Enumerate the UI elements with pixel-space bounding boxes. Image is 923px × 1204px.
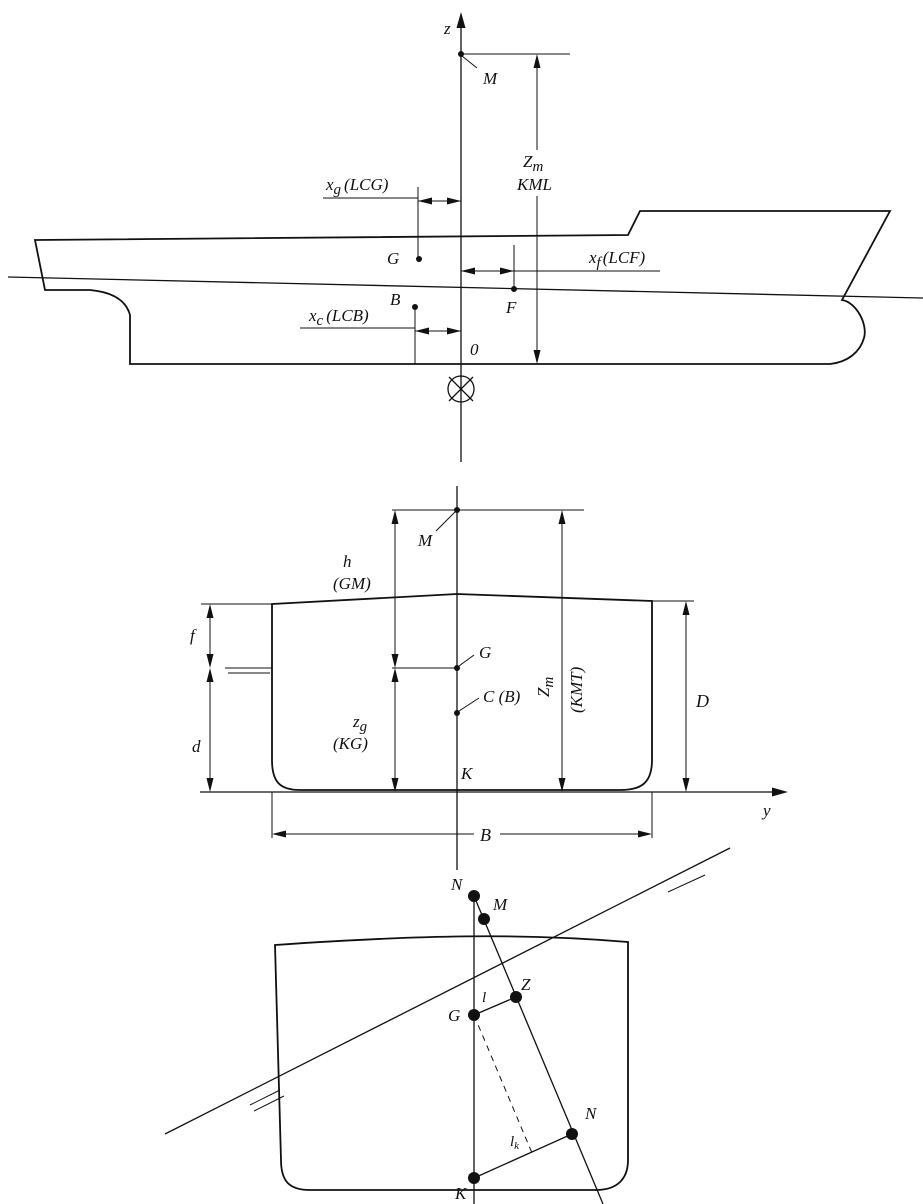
xg-label: xg(LCG) [325,175,389,198]
zm-label-bg [514,150,564,196]
inclined-waterline-marker-b [253,1095,285,1112]
zm-rot-label: Zm [534,677,557,697]
d-arrow-top [206,668,214,682]
heeled-section: N M l Z G lk N K [164,847,731,1204]
heeled-outline [274,935,629,1191]
label-c: C (B) [483,687,521,706]
mid-section: y M h (GM) f d G zg (KG) [190,486,788,870]
xg-arrow [447,197,461,205]
label-m: M [492,895,508,914]
point-m [458,51,464,57]
f-arrow-bottom [206,654,214,668]
xc-arrow-left [415,327,429,335]
z-axis-label: z [443,19,451,38]
label-g: G [387,249,399,268]
midship-symbol-icon [447,375,475,403]
kml-label: KML [516,175,552,194]
gm-arrow-bottom [391,654,399,668]
point-b [412,304,418,310]
gm-arrow-top [391,510,399,524]
inclined-waterline-marker-a [249,1089,281,1106]
label-g: G [479,643,491,662]
point-z [510,991,522,1003]
d-label: d [192,737,201,756]
xc-label: xc(LCB) [308,306,369,329]
zm-arrow-bottom [533,350,541,364]
kmt-arrow-top [558,510,566,524]
beam-label-bg [474,824,500,844]
inclined-waterline-marker-c [667,874,706,893]
point-n [566,1128,578,1140]
point-m [478,913,490,925]
kmt-label: (KMT) [567,666,586,713]
f-arrow-top [206,604,214,618]
D-arrow-top [682,601,690,615]
h-label: h [343,552,352,571]
f-label: f [190,626,197,645]
beam-arrow-right [638,830,652,838]
z-axis-arrowhead [456,12,466,28]
point-k [468,1172,480,1184]
hull-outline [33,210,892,365]
xf-arrow-left [461,267,475,275]
label-m: M [482,69,498,88]
label-k: K [454,1184,468,1203]
label-n-top: N [450,875,464,894]
heeled-centerline [473,895,604,1204]
gz-arm [473,996,517,1016]
origin-label: 0 [470,340,479,359]
label-f: F [505,298,517,317]
beam-label: B [480,825,491,845]
xf-label: xf(LCF) [588,248,646,271]
label-g: G [448,1006,460,1025]
kg-label: (KG) [333,734,368,753]
D-label: D [695,691,709,711]
kmt-arrow-bottom [558,778,566,792]
label-m: M [417,531,433,550]
dashed-parallel [473,1014,533,1154]
y-axis-label: y [761,801,771,820]
y-axis-arrowhead [772,787,788,797]
label-z: Z [521,975,531,994]
m-leader [435,511,456,532]
label-b: B [390,290,401,309]
xg-arrow-left [418,197,432,205]
label-n: N [584,1104,598,1123]
waterline [7,276,923,299]
zg-label: zg [352,712,368,735]
point-g [454,665,460,671]
kg-arrow-bottom [391,778,399,792]
point-c [454,710,460,716]
point-m [454,507,460,513]
zm-arrow-top [533,54,541,68]
xc-arrow-right [447,327,461,335]
point-g [416,256,422,262]
midship-symbol-cross-b [448,376,474,402]
D-arrow-bottom [682,778,690,792]
label-l: l [482,990,486,1006]
gm-label: (GM) [333,574,371,593]
kn-arm [473,1133,573,1179]
label-k: K [460,764,474,783]
c-leader [458,697,480,712]
g-leader [458,654,475,667]
section-outline [271,593,653,791]
beam-arrow-left [272,830,286,838]
zm-label: Zm [523,152,543,175]
m-leader [461,55,478,69]
label-lk: lk [510,1134,520,1152]
kg-arrow-top [391,668,399,682]
xf-arrow-right [500,267,514,275]
point-n-top [468,890,480,902]
inclined-waterline [164,847,731,1135]
side-view: z M Zm KML xg(LCG) G xf(LCF) [7,12,923,462]
point-f [511,286,517,292]
d-arrow-bottom [206,778,214,792]
